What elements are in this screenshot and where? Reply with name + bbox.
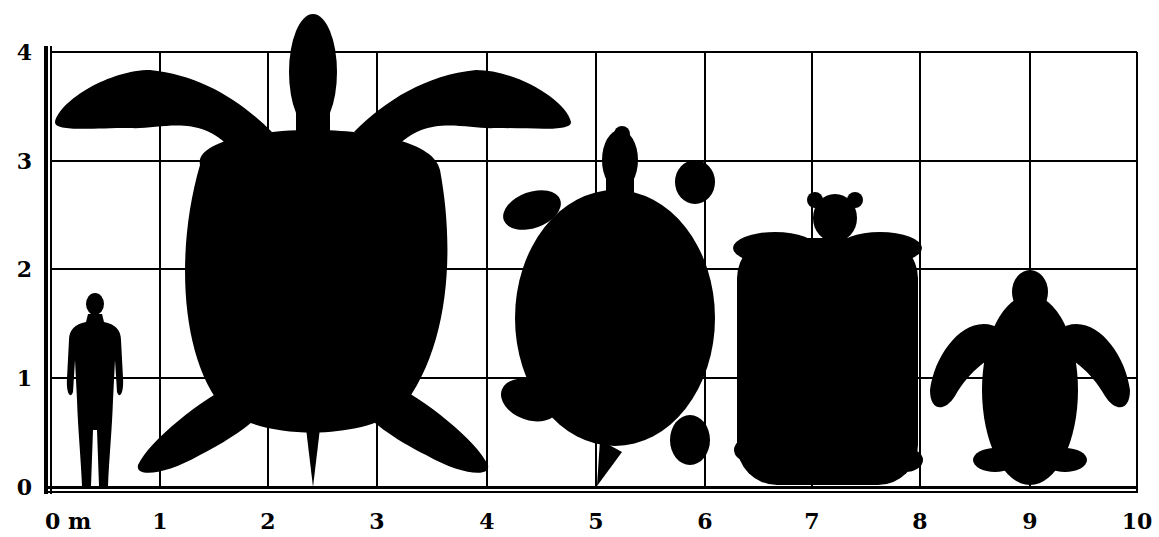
x-axis-tick-label: 6 xyxy=(697,510,712,532)
x-axis-tick-label: 9 xyxy=(1022,510,1037,532)
axes xyxy=(44,46,1138,494)
stupendemys-silhouette xyxy=(495,126,715,486)
x-axis-tick-label: 8 xyxy=(912,510,927,532)
x-axis-tick-label: 10 xyxy=(1122,510,1153,532)
x-axis-tick-label: 5 xyxy=(588,510,603,532)
x-axis-tick-label: 1 xyxy=(152,510,167,532)
y-axis-tick-label: 1 xyxy=(17,367,32,389)
archelon-silhouette xyxy=(55,14,571,487)
x-axis-tick-label: 2 xyxy=(260,510,275,532)
y-axis-tick-label: 4 xyxy=(17,41,32,63)
leatherback-silhouette xyxy=(930,270,1130,485)
y-axis-tick-label: 3 xyxy=(17,150,32,172)
x-axis-tick-label: 0 m xyxy=(45,510,91,532)
y-axis-tick-label: 2 xyxy=(17,258,32,280)
human-silhouette xyxy=(67,293,123,486)
x-axis-tick-label: 7 xyxy=(804,510,819,532)
protostega-silhouette xyxy=(733,192,923,485)
y-axis-tick-label: 0 xyxy=(17,476,32,498)
x-axis-tick-label: 3 xyxy=(369,510,384,532)
grid xyxy=(51,52,1137,493)
x-axis-tick-label: 4 xyxy=(479,510,494,532)
